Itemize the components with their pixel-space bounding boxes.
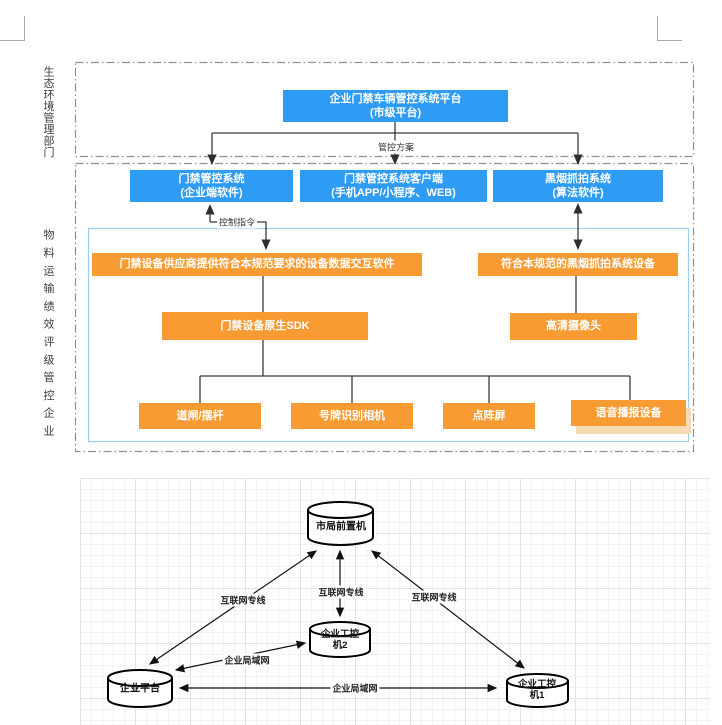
label-city-server: 市局前置机 bbox=[316, 521, 366, 533]
page-corner-mark-left bbox=[0, 16, 25, 41]
edge-ipc1-cityserver bbox=[371, 550, 525, 669]
cylinder-enterprise-platform bbox=[107, 669, 173, 708]
node-native-sdk: 门禁设备原生SDK bbox=[162, 312, 368, 340]
node-interaction-software: 门禁设备供应商提供符合本规范要求的设备数据交互软件 bbox=[92, 253, 422, 276]
page-corner-mark-right bbox=[657, 16, 682, 41]
edge-label-lan-horizontal: 企业局域网 bbox=[330, 681, 380, 695]
network-edges bbox=[149, 549, 525, 693]
edge-label-internet-left: 互联网专线 bbox=[218, 593, 268, 607]
section-label-gov: 生态环境管理部门 bbox=[42, 66, 54, 158]
flow-connector-lines bbox=[199, 122, 631, 403]
network-cylinders bbox=[107, 501, 569, 708]
node-dot-matrix-screen: 点阵屏 bbox=[443, 403, 535, 429]
node-plate-camera: 号牌识别相机 bbox=[291, 403, 413, 429]
section-label-enterprise: 物料运输绩效评级管控企业 bbox=[42, 229, 54, 443]
label-ipc2: 企业工控 机2 bbox=[320, 629, 360, 651]
edge-label-internet-mid: 互联网专线 bbox=[316, 585, 366, 599]
edge-label-lan-diagonal: 企业局域网 bbox=[222, 653, 272, 667]
edge-label-control-command: 控制指令 bbox=[216, 215, 258, 229]
edge-label-control-plan: 管控方案 bbox=[375, 140, 417, 154]
device-area-frame bbox=[87, 227, 690, 443]
cylinder-ipc2 bbox=[309, 621, 371, 658]
edge-platform-cityserver bbox=[149, 550, 317, 665]
node-voice-device: 语音播报设备 bbox=[571, 400, 686, 426]
node-barrier-gate: 道闸/摆杆 bbox=[139, 403, 261, 429]
node-access-system: 门禁管控系统 (企业端软件) bbox=[130, 170, 293, 202]
label-enterprise-platform: 企业平台 bbox=[120, 683, 160, 695]
enterprise-boundary bbox=[74, 162, 695, 453]
cylinder-ipc1 bbox=[506, 673, 569, 708]
node-client-system: 门禁管控系统客户端 (手机APP/小程序、WEB) bbox=[300, 170, 487, 202]
node-smoke-equipment: 符合本规范的黑烟抓拍系统设备 bbox=[478, 253, 678, 276]
edge-label-internet-right: 互联网专线 bbox=[409, 590, 459, 604]
node-hd-camera: 高清摄像头 bbox=[510, 313, 637, 340]
node-city-platform: 企业门禁车辆管控系统平台 (市级平台) bbox=[283, 90, 508, 122]
cylinder-city-server bbox=[307, 501, 374, 546]
node-smoke-system: 黑烟抓拍系统 (算法软件) bbox=[493, 170, 663, 202]
flowchart-connectors-svg bbox=[74, 61, 695, 453]
label-ipc1: 企业工控 机1 bbox=[517, 679, 557, 701]
